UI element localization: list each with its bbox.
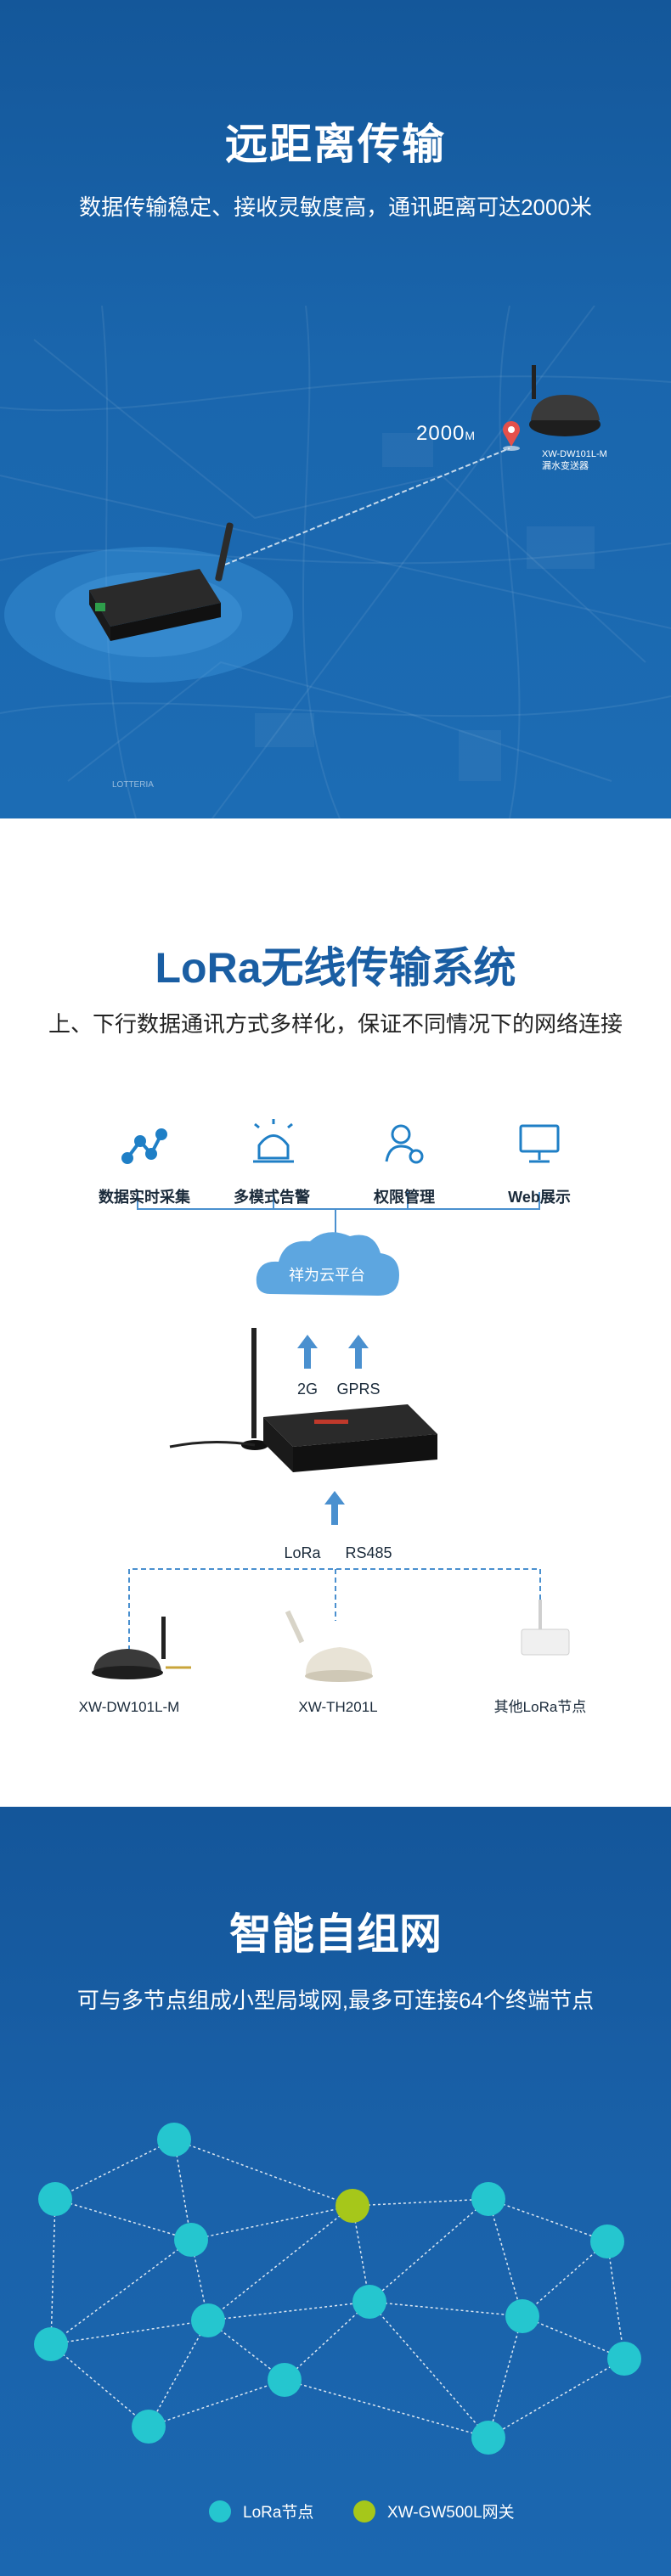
- lora-node: [157, 2123, 191, 2157]
- lora-node: [352, 2285, 386, 2319]
- gateway-device-image: [89, 522, 234, 641]
- feature-realtime: 数据实时采集: [68, 1178, 221, 1207]
- lora-node-device-image: [521, 1600, 570, 1656]
- city-map-background: [0, 306, 671, 818]
- analytics-nodes-icon: [121, 1128, 167, 1164]
- downlink-label-rs485: RS485: [345, 1544, 392, 1561]
- user-permission-icon: [385, 1124, 424, 1164]
- lora-node: [607, 2342, 641, 2376]
- lora-node-dot-icon: [209, 2500, 231, 2523]
- cloud-icon: [256, 1232, 399, 1296]
- lora-node: [590, 2224, 624, 2258]
- uplink-arrows: [297, 1335, 369, 1369]
- lora-node: [34, 2327, 68, 2361]
- device-label-th201l: XW-TH201L: [298, 1699, 377, 1715]
- signal-link-line: [224, 447, 510, 565]
- distance-label: 2000M: [416, 422, 476, 446]
- feature-label: 权限管理: [374, 1189, 435, 1206]
- lora-node: [505, 2299, 539, 2333]
- section-title: LoRa无线传输系统: [155, 944, 516, 992]
- gateway-dot-icon: [353, 2500, 375, 2523]
- monitor-icon: [519, 1124, 560, 1163]
- lora-node: [132, 2410, 166, 2444]
- feature-alarm: 多模式告警: [195, 1178, 348, 1207]
- alarm-light-icon: [253, 1119, 294, 1163]
- feature-label: 多模式告警: [234, 1189, 310, 1206]
- gateway-device-image: [169, 1328, 437, 1472]
- device-label-dw101l: XW-DW101L-M: [79, 1699, 180, 1715]
- feature-permission: 权限管理: [328, 1178, 481, 1207]
- legend-item-lora-node: LoRa节点: [209, 2500, 313, 2523]
- section-subtitle: 上、下行数据通讯方式多样化，保证不同情况下的网络连接: [48, 1011, 623, 1037]
- section-subtitle: 可与多节点组成小型局域网,最多可连接64个终端节点: [76, 1988, 595, 2013]
- long-distance-section: 远距离传输 数据传输稳定、接收灵敏度高，通讯距离可达2000米 2000M XW…: [0, 0, 671, 818]
- cloud-label: 祥为云平台: [289, 1267, 365, 1284]
- legend-label: XW-GW500L网关: [387, 2504, 515, 2522]
- lora-node: [191, 2303, 225, 2337]
- lora-node: [471, 2182, 505, 2216]
- mesh-network-diagram: [34, 2123, 641, 2455]
- section-title: 智能自组网: [229, 1910, 442, 1958]
- location-pin-icon: [503, 421, 520, 451]
- section-subtitle: 数据传输稳定、接收灵敏度高，通讯距离可达2000米: [79, 194, 592, 220]
- leak-sensor-device-image: [529, 365, 601, 436]
- lora-node: [471, 2421, 505, 2455]
- device-name: 漏水变送器: [542, 461, 589, 471]
- downlink-arrow: [324, 1491, 345, 1525]
- device-label-other: 其他LoRa节点: [494, 1699, 587, 1715]
- lora-node: [268, 2363, 302, 2397]
- distance-unit: M: [465, 429, 476, 442]
- legend-label: LoRa节点: [243, 2504, 314, 2522]
- device-model: XW-DW101L-M: [542, 449, 607, 459]
- temp-humidity-sensor-image: [285, 1610, 373, 1682]
- legend-item-gateway: XW-GW500L网关: [353, 2500, 515, 2523]
- feature-label: Web展示: [508, 1189, 571, 1206]
- section-title: 远距离传输: [225, 121, 446, 168]
- gateway-node: [336, 2189, 369, 2223]
- map-label: LOTTERIA: [112, 780, 154, 790]
- leak-sensor-device-image: [92, 1617, 191, 1679]
- lora-node: [174, 2223, 208, 2257]
- legend: LoRa节点 XW-GW500L网关: [0, 2500, 671, 2525]
- feature-label: 数据实时采集: [99, 1189, 190, 1206]
- distance-value: 2000: [416, 422, 465, 445]
- feature-web: Web展示: [463, 1178, 616, 1207]
- uplink-label-gprs: GPRS: [336, 1381, 380, 1398]
- lora-nodes: [34, 2123, 641, 2455]
- self-organizing-network-section: 智能自组网 可与多节点组成小型局域网,最多可连接64个终端节点 LoRa节点 X…: [0, 1807, 671, 2576]
- downlink-label-lora: LoRa: [284, 1544, 321, 1561]
- lora-node: [38, 2182, 72, 2216]
- device-caption: XW-DW101L-M 漏水变送器: [542, 448, 607, 472]
- lora-system-section: LoRa无线传输系统 上、下行数据通讯方式多样化，保证不同情况下的网络连接: [0, 818, 671, 1807]
- system-diagram: 祥为云平台 2G GPRS LoRa RS485: [79, 1119, 587, 1715]
- uplink-label-2g: 2G: [297, 1381, 318, 1398]
